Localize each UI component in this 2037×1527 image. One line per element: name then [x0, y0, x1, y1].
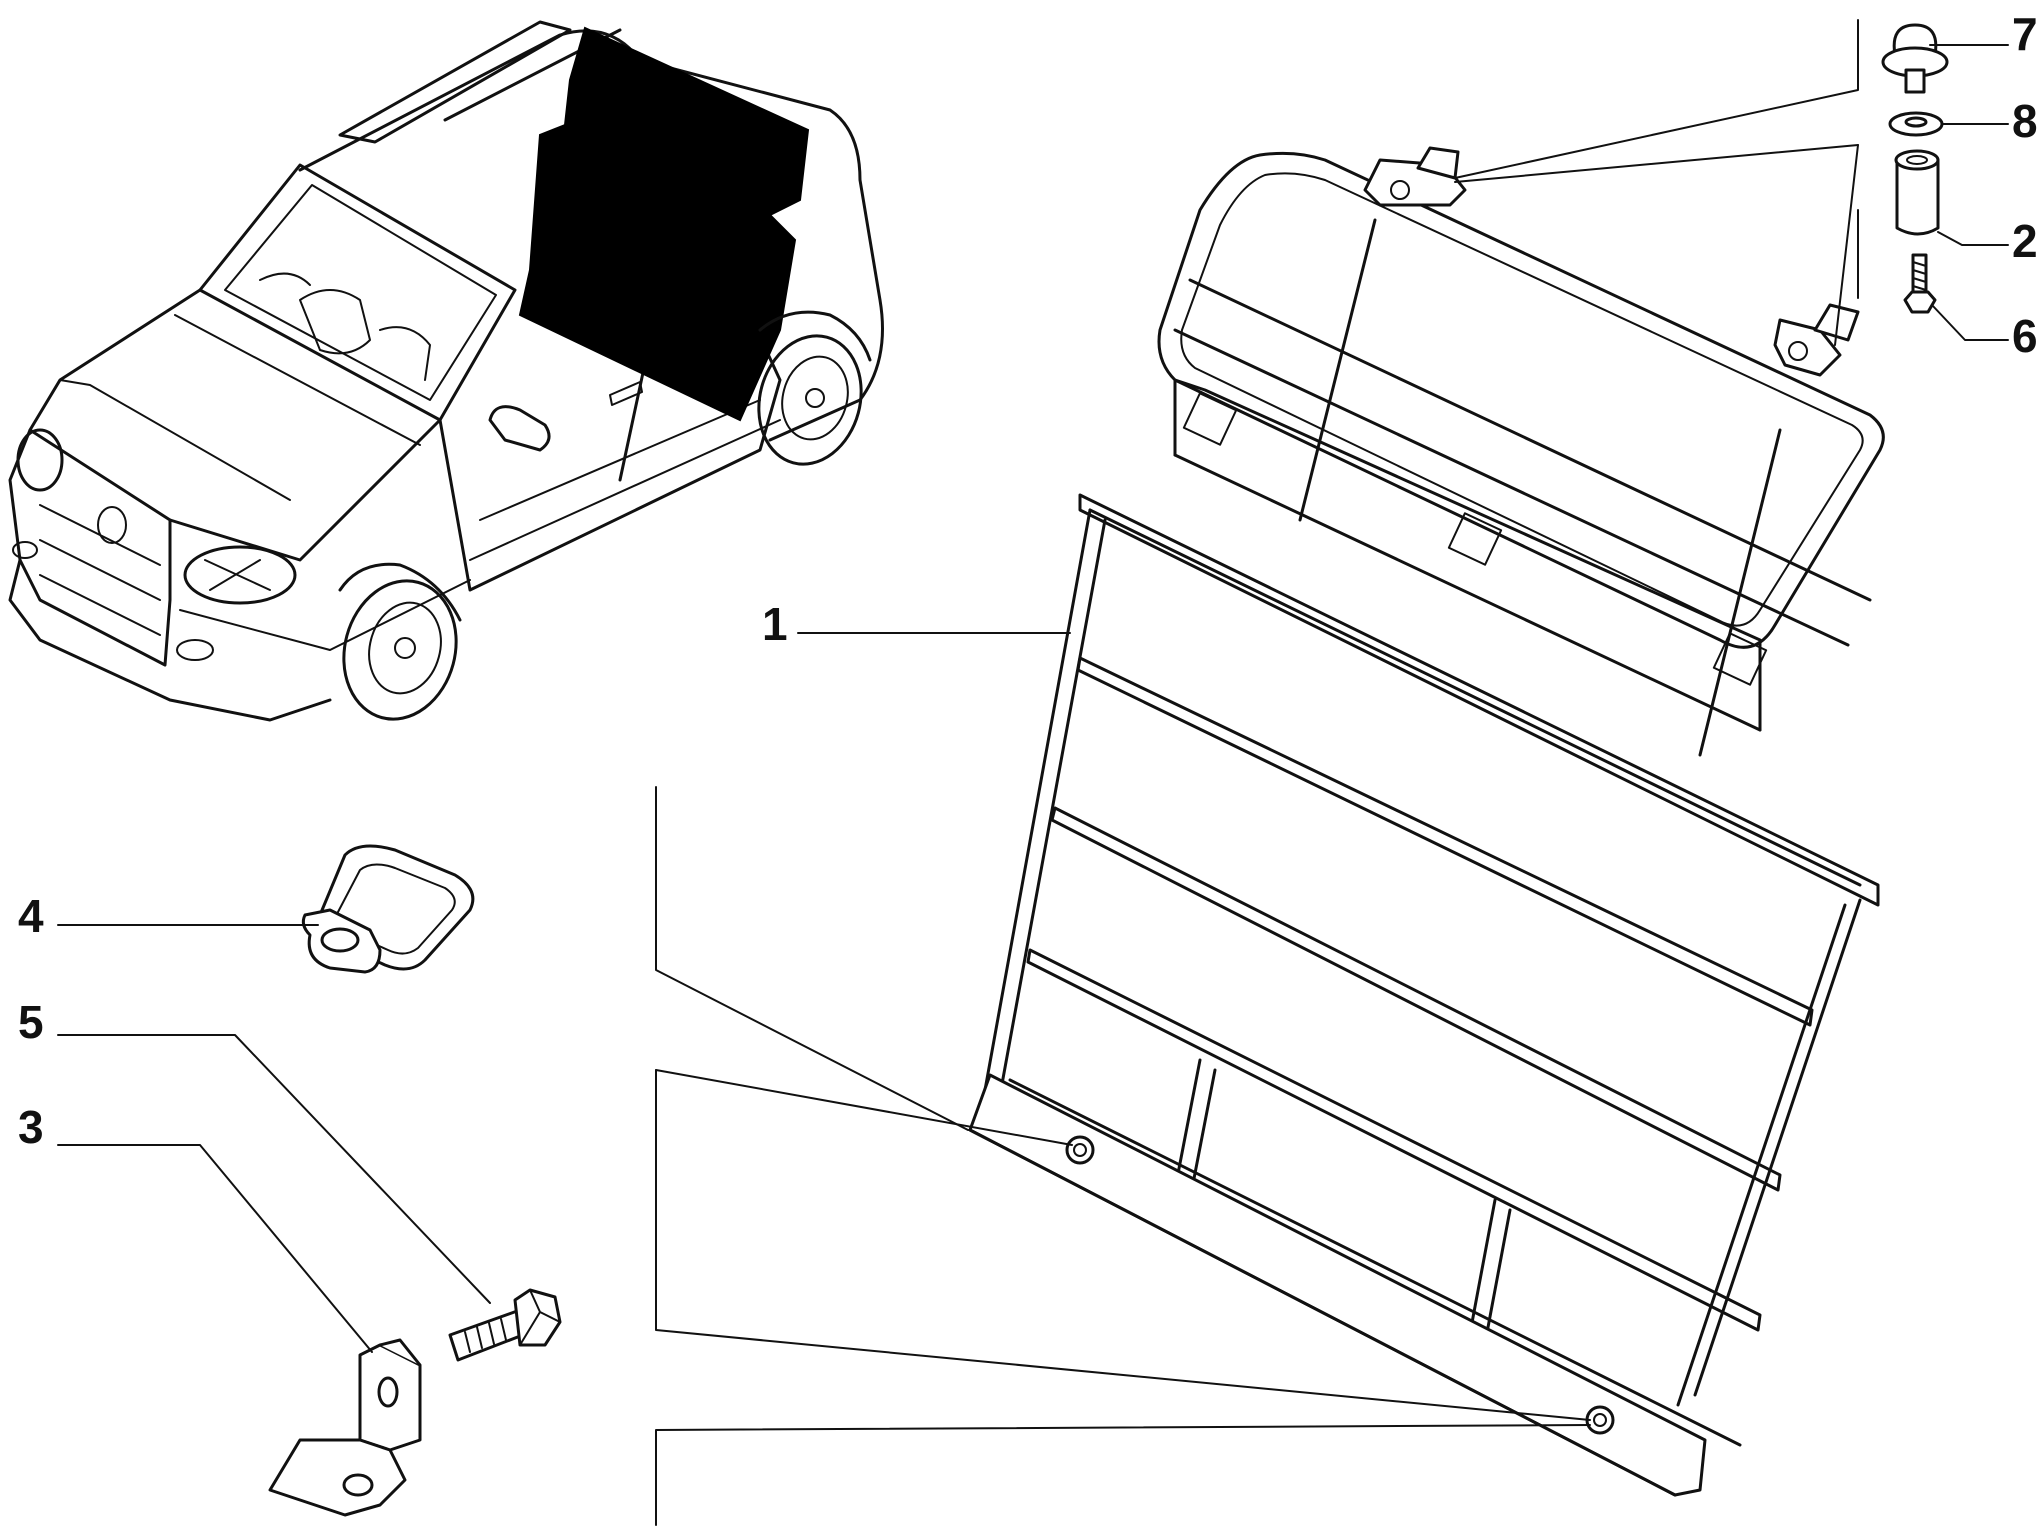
part-2-spacer: [1894, 149, 1940, 236]
callout-2: 2: [2012, 215, 2037, 267]
vehicle-illustration: [8, 20, 884, 722]
callout-4: 4: [18, 890, 44, 942]
callout-1: 1: [762, 598, 788, 650]
callout-6: 6: [2012, 310, 2037, 362]
part-3-angle-bracket: [268, 1338, 422, 1517]
callout-7: 7: [2012, 8, 2037, 60]
callout-5: 5: [18, 996, 44, 1048]
callout-3: 3: [18, 1101, 44, 1153]
part-1-luggage-rack: [968, 146, 1885, 1497]
part-4-bracket: [301, 844, 475, 974]
part-6-screw: [1903, 253, 1937, 314]
part-8-washer: [1888, 111, 1944, 137]
part-5-bolt: [448, 1288, 562, 1362]
part-7-bolt: [1881, 23, 1949, 94]
leader-lines: [57, 19, 2009, 1526]
callout-8: 8: [2012, 95, 2037, 147]
